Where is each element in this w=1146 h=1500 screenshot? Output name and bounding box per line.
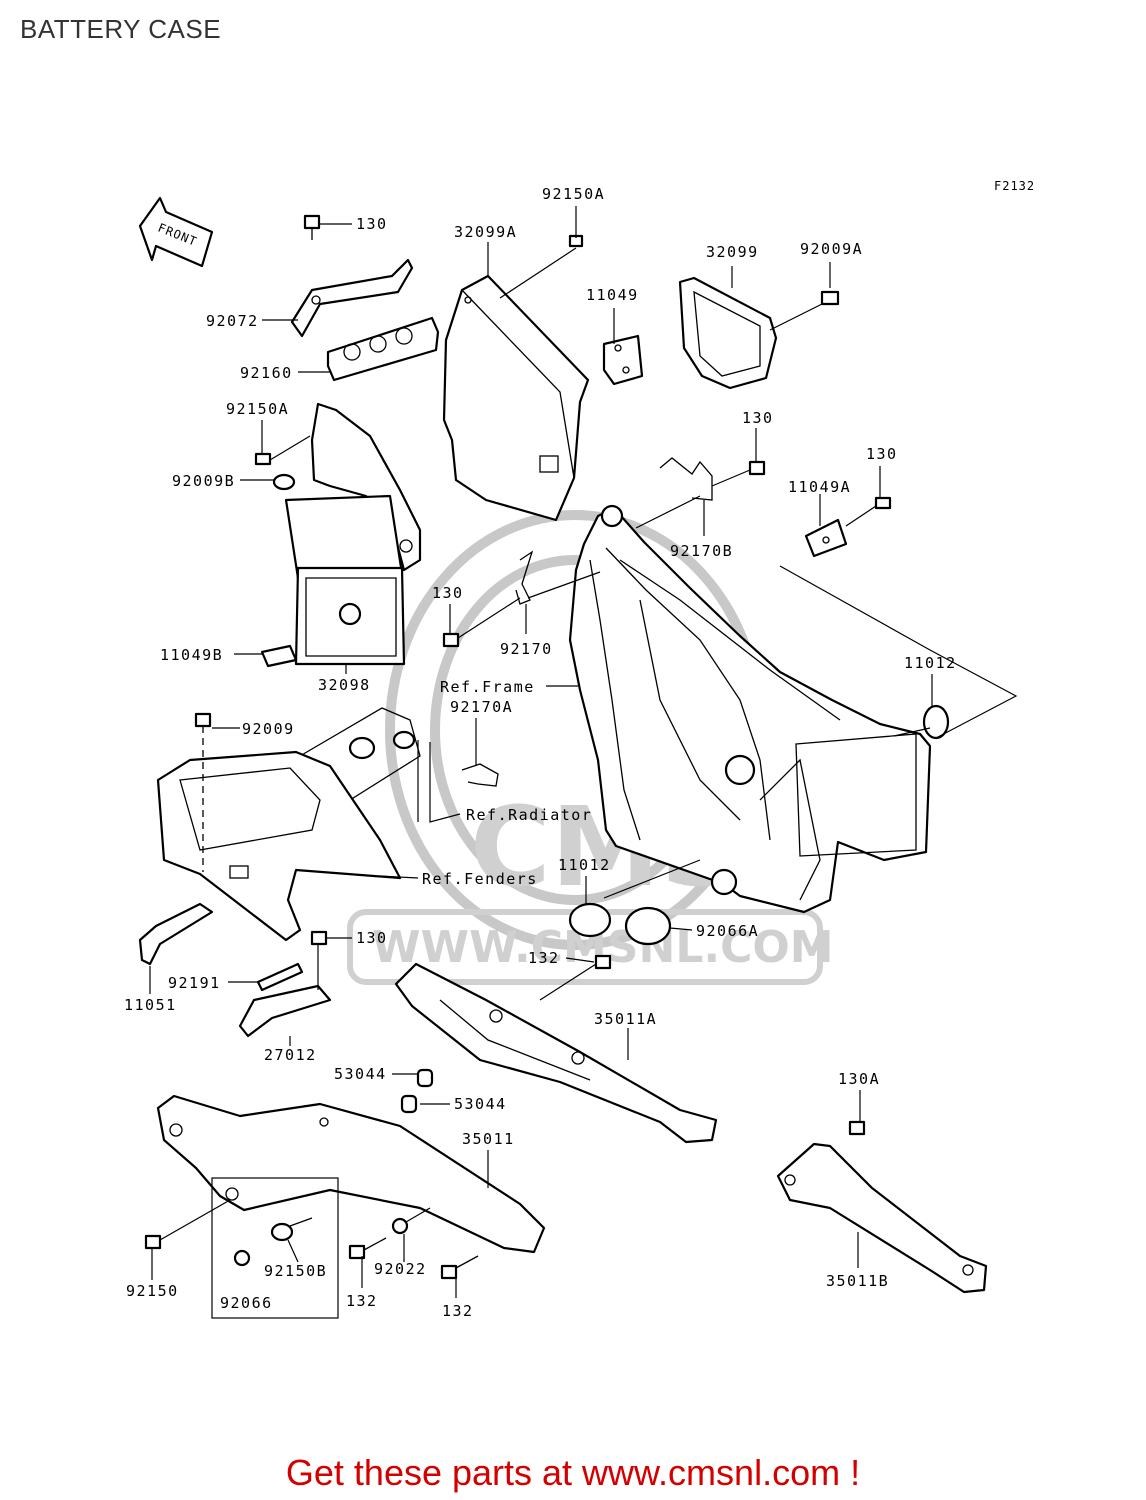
bolt-130-lower	[310, 930, 328, 946]
part-clamp-92170	[515, 550, 534, 605]
bolt-92150A-left	[254, 452, 272, 466]
bolt-132-upper	[594, 954, 612, 970]
label-92170B: 92170B	[670, 542, 733, 560]
part-case-cover-32098	[284, 494, 406, 666]
label-130A: 130A	[838, 1070, 880, 1088]
label-92150: 92150	[126, 1282, 179, 1300]
bolt-92009B	[272, 473, 296, 491]
part-bracket-27012	[238, 984, 332, 1038]
label-11012-upper: 11012	[904, 654, 957, 672]
label-92170A: 92170A	[450, 698, 513, 716]
label-32099A: 32099A	[454, 223, 517, 241]
part-clamp-92170B	[659, 457, 713, 501]
label-92160: 92160	[240, 364, 293, 382]
part-cap-11012-lower	[568, 902, 612, 938]
page-title: BATTERY CASE	[20, 14, 222, 44]
part-grommet-53044-a	[416, 1068, 434, 1088]
label-92009B: 92009B	[172, 472, 235, 490]
bolt-130-mid	[748, 460, 766, 476]
part-bracket-92072	[290, 258, 414, 338]
label-92066A: 92066A	[696, 922, 759, 940]
label-32099: 32099	[706, 243, 759, 261]
ref-frame-label: Ref.Frame	[440, 678, 535, 696]
label-92150A-left: 92150A	[226, 400, 289, 418]
label-53044-a: 53044	[334, 1065, 387, 1083]
bolt-132-left	[348, 1237, 387, 1260]
label-92191: 92191	[168, 974, 221, 992]
label-27012: 27012	[264, 1046, 317, 1064]
part-clamp-92170A	[461, 763, 499, 787]
part-bracket-11051	[138, 902, 214, 966]
front-arrow-icon: FRONT	[138, 196, 214, 268]
bolt-130-right	[874, 496, 892, 510]
figure-code: F2132	[994, 179, 1035, 193]
washer-92022	[391, 1217, 409, 1235]
label-130-lower: 130	[356, 929, 388, 947]
part-grommet-53044-b	[400, 1094, 418, 1114]
bolt-92150B	[270, 1217, 313, 1242]
part-labels: 130 92150A 32099A 32099 92009A 92072 110…	[124, 185, 957, 1320]
part-grommet-92066	[233, 1249, 251, 1267]
part-bracket-11049	[602, 334, 644, 386]
part-holder-92160	[326, 316, 440, 382]
hardware-kit-box	[211, 1177, 339, 1319]
leader-lines	[149, 206, 1018, 1298]
label-11051: 11051	[124, 996, 177, 1014]
part-rod-92191	[256, 962, 304, 992]
label-53044-b: 53044	[454, 1095, 507, 1113]
bolt-130-top	[303, 214, 321, 240]
label-130-right: 130	[866, 445, 898, 463]
part-bracket-11049A	[804, 518, 848, 558]
part-cover-32099A	[442, 274, 590, 522]
label-130-left: 130	[432, 584, 464, 602]
label-11049B: 11049B	[160, 646, 223, 664]
label-35011A: 35011A	[594, 1010, 657, 1028]
label-11012-lower: 11012	[558, 856, 611, 874]
label-92066: 92066	[220, 1294, 273, 1312]
label-132-left: 132	[346, 1292, 378, 1310]
label-11049A: 11049A	[788, 478, 851, 496]
footer-link[interactable]: Get these parts at www.cmsnl.com !	[285, 1452, 861, 1493]
label-92009A: 92009A	[800, 240, 863, 258]
label-132-right: 132	[442, 1302, 474, 1320]
part-bracket-11049B	[260, 644, 298, 668]
bolt-130A	[848, 1120, 866, 1136]
part-side-cover-35011A	[394, 962, 718, 1144]
part-battery-case	[156, 750, 402, 942]
part-bracket-35011B	[776, 1142, 988, 1294]
bolt-130-left	[442, 632, 460, 648]
label-92022: 92022	[374, 1260, 427, 1278]
label-92170: 92170	[500, 640, 553, 658]
ref-radiator-label: Ref.Radiator	[466, 806, 592, 824]
label-35011: 35011	[462, 1130, 515, 1148]
label-92009: 92009	[242, 720, 295, 738]
part-cover-32099	[678, 276, 778, 390]
bolt-132-right	[440, 1255, 479, 1280]
part-cap-92066A	[624, 906, 672, 946]
label-132-upper: 132	[528, 949, 560, 967]
label-92150B: 92150B	[264, 1262, 327, 1280]
bolt-92009	[194, 712, 212, 728]
label-32098: 32098	[318, 676, 371, 694]
part-side-cover-35011	[156, 1094, 546, 1254]
part-frame-ref	[568, 504, 932, 914]
ref-fenders-label: Ref.Fenders	[422, 870, 538, 888]
bolt-92150	[144, 1234, 162, 1250]
label-35011B: 35011B	[826, 1272, 889, 1290]
label-130: 130	[356, 215, 388, 233]
label-92150A: 92150A	[542, 185, 605, 203]
label-130-mid: 130	[742, 409, 774, 427]
label-11049: 11049	[586, 286, 639, 304]
label-92072: 92072	[206, 312, 259, 330]
bolt-92009A	[820, 290, 840, 306]
